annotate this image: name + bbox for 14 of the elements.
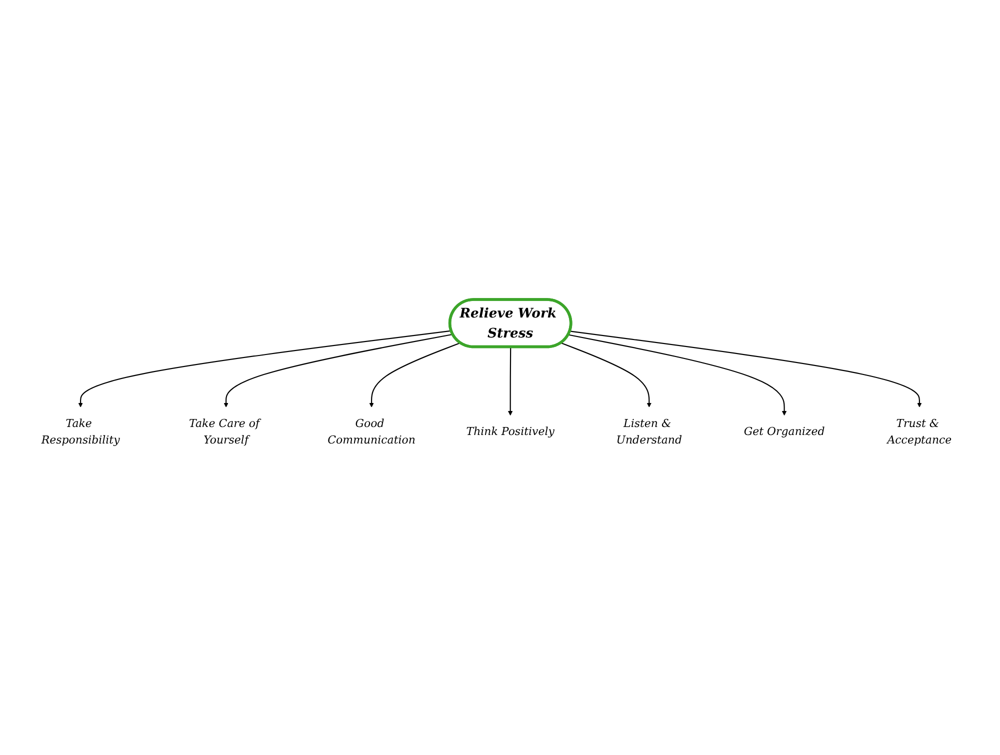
arrow [560, 342, 652, 408]
node-text: Take Care of Yourself [189, 416, 260, 446]
node-text: Good Communication [328, 416, 416, 446]
arrow [78, 330, 452, 408]
node-text: Think Positively [466, 424, 554, 438]
arrow [224, 334, 453, 408]
arrow [570, 330, 922, 408]
node-text: Take Responsibility [41, 416, 120, 446]
arrow [508, 347, 513, 416]
node-text: Get Organized [744, 424, 825, 438]
node-text: Trust & Acceptance [887, 416, 952, 446]
arrow [369, 342, 461, 408]
node-text: Listen & Understand [616, 416, 682, 446]
arrow [568, 334, 787, 416]
